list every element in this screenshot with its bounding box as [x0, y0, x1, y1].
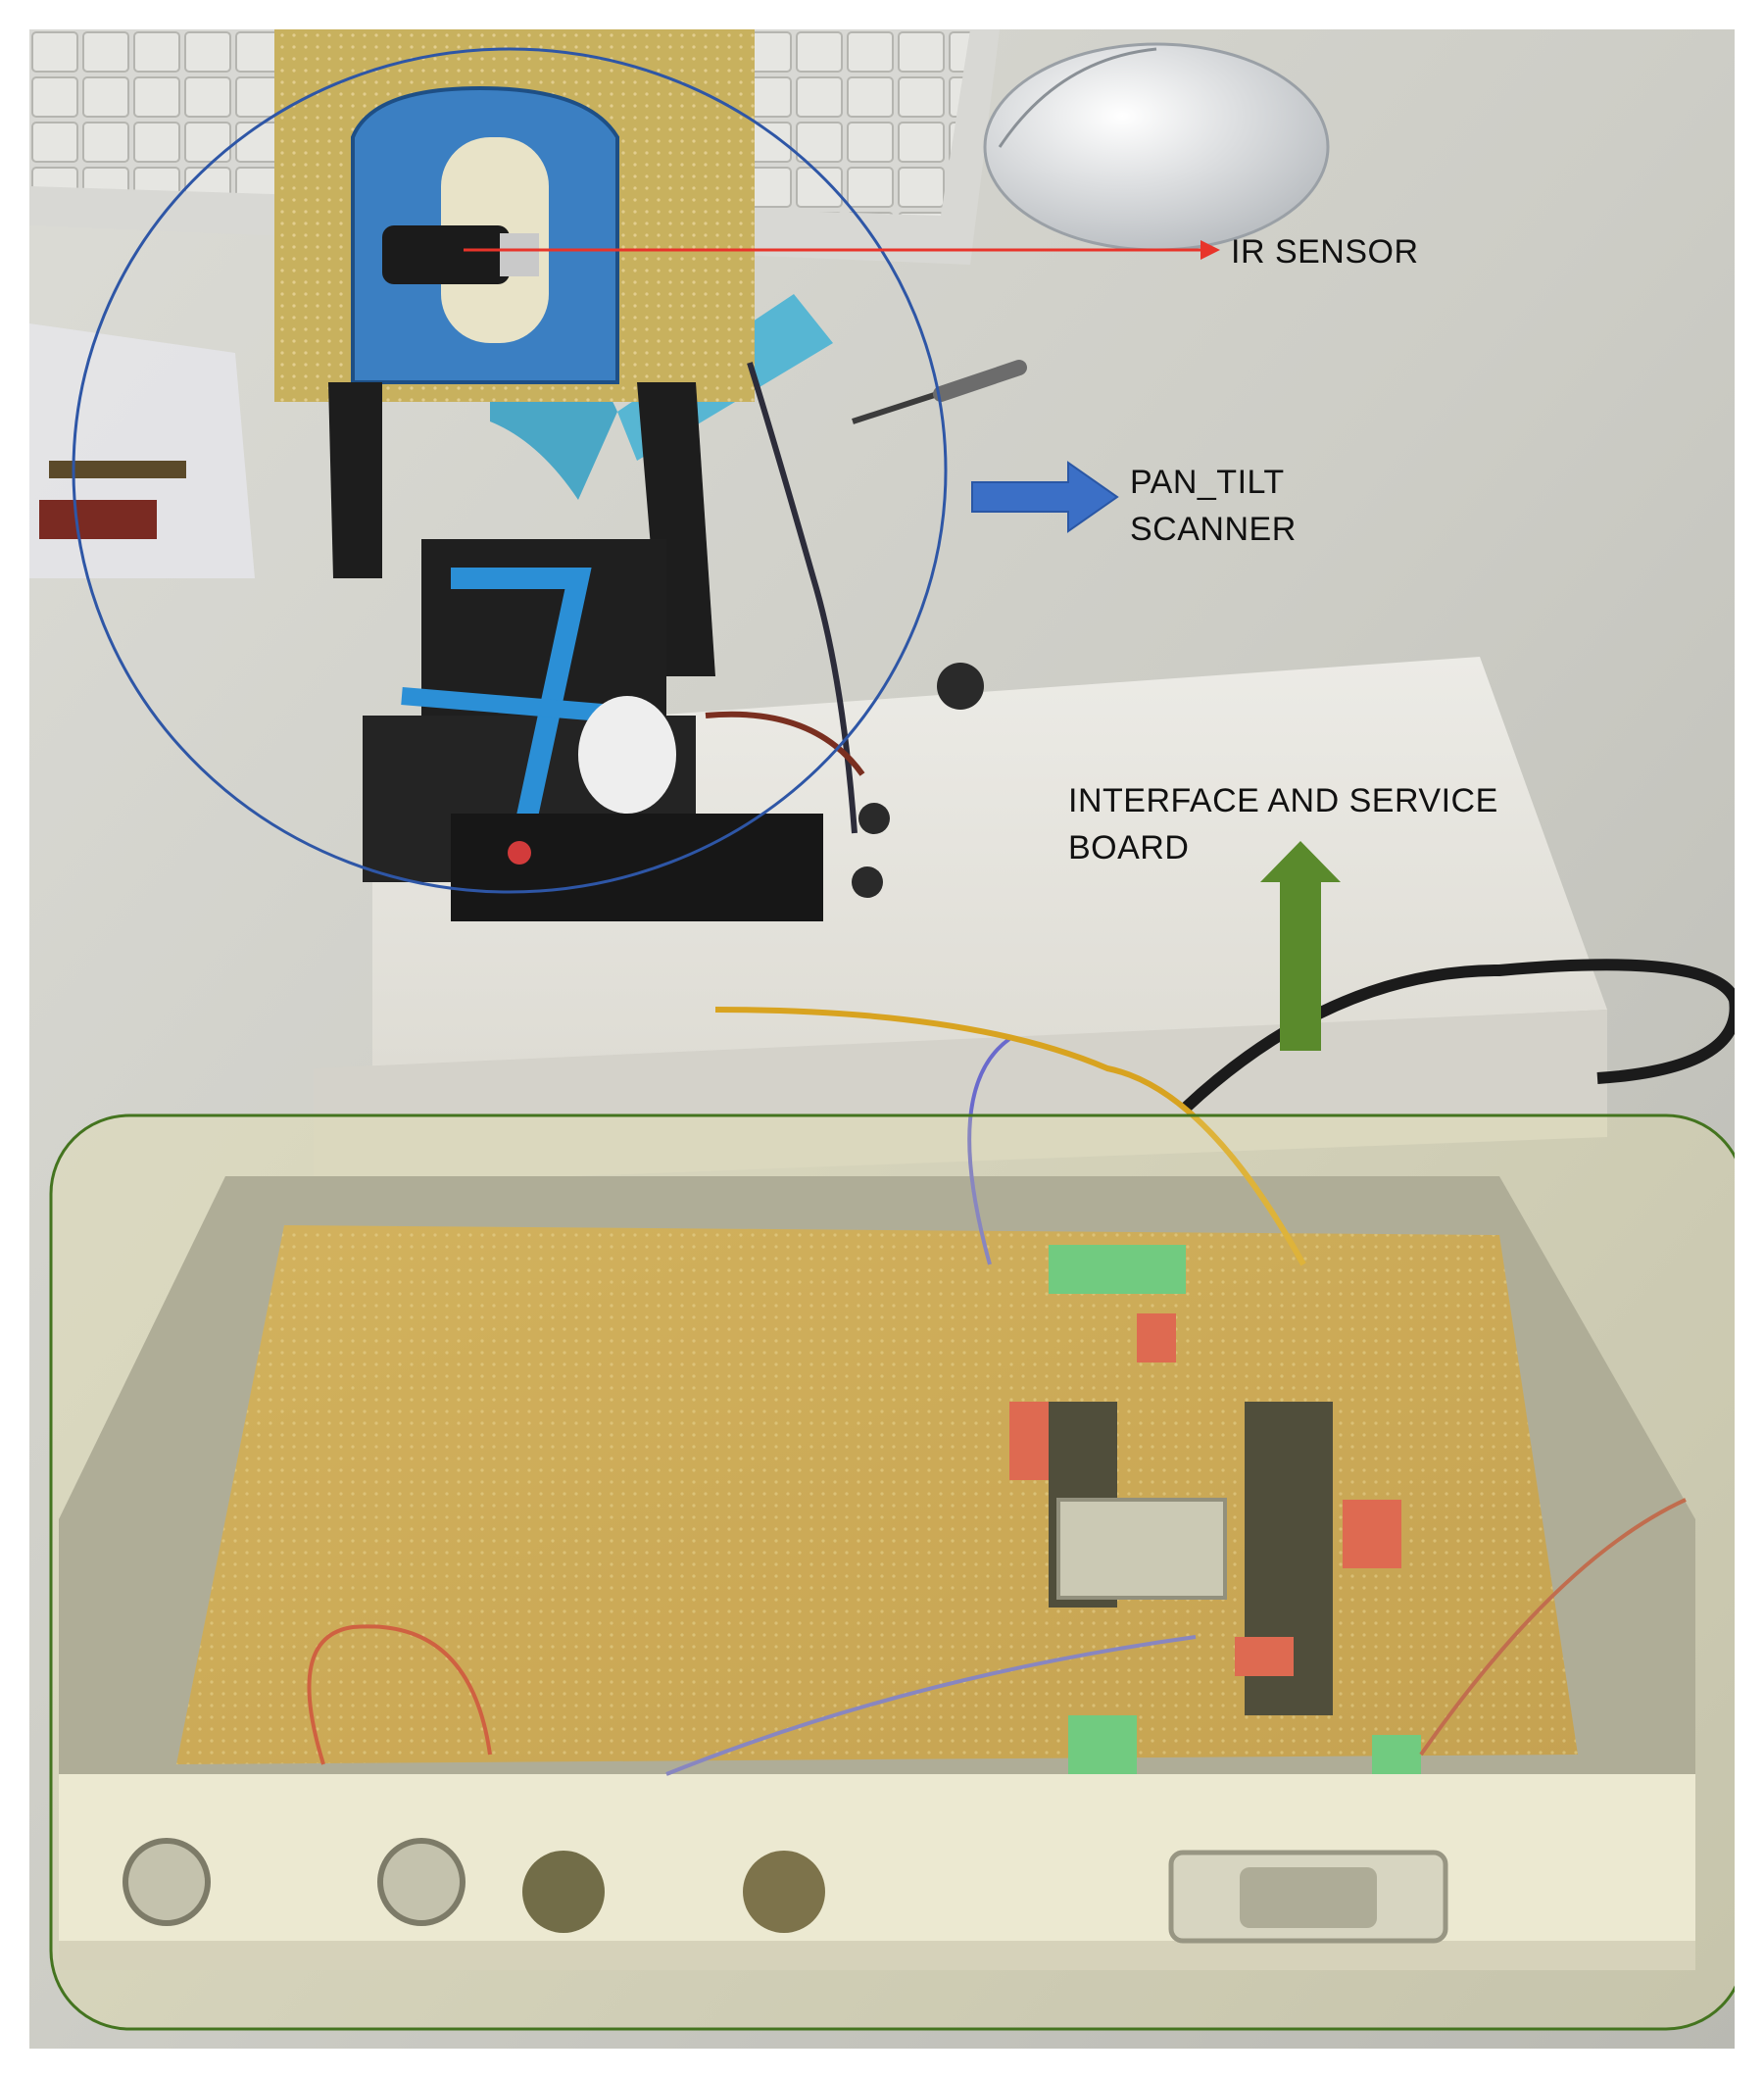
open-enclosure — [59, 1007, 1695, 1970]
ir-sensor-arrow — [464, 240, 1220, 260]
interface-board-box — [49, 1113, 1735, 2031]
parts-bag — [29, 323, 255, 578]
pan-tilt-circle — [72, 47, 948, 894]
interface-label-line2: BOARD — [1068, 829, 1190, 866]
computer-mouse — [983, 42, 1330, 252]
pan-tilt-arrow — [971, 461, 1119, 533]
pan-tilt-label-line2: SCANNER — [1130, 511, 1297, 548]
interface-arrow — [1260, 841, 1341, 1051]
interface-label-line1: INTERFACE AND SERVICE — [1068, 782, 1498, 819]
hardware-photo: IR SENSOR PAN_TILT SCANNER INTERFACE AND… — [29, 29, 1735, 2049]
photo-scene — [29, 29, 1735, 2049]
pan-tilt-mechanism — [274, 29, 823, 921]
ir-sensor-label: IR SENSOR — [1231, 233, 1419, 271]
sensor-cable — [747, 362, 858, 834]
screwdriver — [852, 360, 1027, 424]
pan-tilt-label-line1: PAN_TILT — [1130, 464, 1285, 501]
